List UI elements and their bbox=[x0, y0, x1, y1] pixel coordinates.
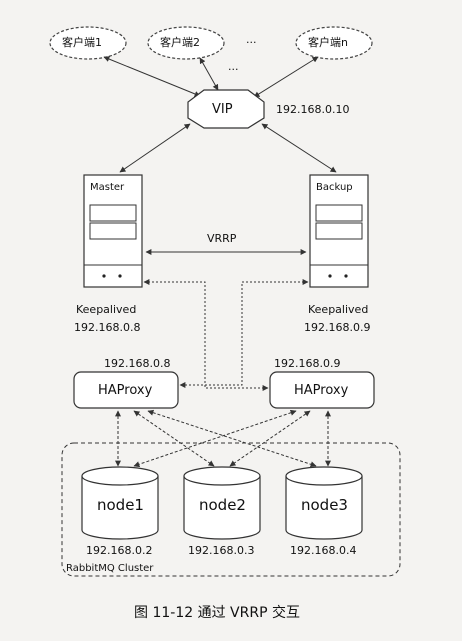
client-node-2 bbox=[147, 26, 225, 60]
client-node-n bbox=[295, 26, 373, 60]
vrrp-label: VRRP bbox=[207, 232, 237, 245]
vip-label: VIP bbox=[212, 102, 233, 117]
haproxy-left-label: HAProxy bbox=[98, 383, 153, 398]
client-node-1 bbox=[49, 26, 127, 60]
client-label-1: 客户端1 bbox=[62, 36, 102, 49]
master-keepalived: Keepalived bbox=[76, 303, 137, 316]
backup-ip: 192.168.0.9 bbox=[304, 321, 371, 334]
master-ip: 192.168.0.8 bbox=[74, 321, 141, 334]
haproxy-right-box bbox=[269, 371, 375, 409]
client1-vip-link bbox=[103, 56, 201, 97]
client-label-n: 客户端n bbox=[308, 36, 348, 49]
clients-ellipsis-mid: ··· bbox=[228, 63, 239, 76]
haproxy-node-links bbox=[115, 409, 331, 468]
master-title: Master bbox=[90, 182, 125, 193]
node1-label: node1 bbox=[97, 496, 144, 514]
backup-server bbox=[309, 174, 369, 288]
vip-octagon bbox=[187, 89, 265, 129]
vip-master-link bbox=[119, 123, 191, 173]
node3-ip: 192.168.0.4 bbox=[290, 544, 357, 557]
node3-label: node3 bbox=[301, 496, 348, 514]
vip-backup-link bbox=[261, 123, 337, 173]
haproxy-right-ip: 192.168.0.9 bbox=[274, 357, 341, 370]
node3-cylinder bbox=[285, 466, 363, 540]
cluster-label: RabbitMQ Cluster bbox=[66, 563, 154, 574]
haproxy-right-label: HAProxy bbox=[294, 383, 349, 398]
node1-ip: 192.168.0.2 bbox=[86, 544, 153, 557]
node2-label: node2 bbox=[199, 496, 246, 514]
clientn-vip-link bbox=[253, 56, 319, 98]
vip-ip: 192.168.0.10 bbox=[276, 103, 350, 116]
haproxy-left-box bbox=[73, 371, 179, 409]
node2-cylinder bbox=[183, 466, 261, 540]
figure-caption: 图 11-12 通过 VRRP 交互 bbox=[134, 605, 300, 621]
client2-vip-link bbox=[199, 57, 219, 91]
client-label-2: 客户端2 bbox=[160, 36, 200, 49]
backup-to-left-haproxy-link bbox=[179, 279, 309, 388]
haproxy-left-ip: 192.168.0.8 bbox=[104, 357, 171, 370]
master-server bbox=[83, 174, 143, 288]
backup-keepalived: Keepalived bbox=[308, 303, 369, 316]
node1-cylinder bbox=[81, 466, 159, 540]
backup-title: Backup bbox=[316, 182, 353, 193]
clients-ellipsis-top: ··· bbox=[246, 36, 257, 49]
node2-ip: 192.168.0.3 bbox=[188, 544, 255, 557]
